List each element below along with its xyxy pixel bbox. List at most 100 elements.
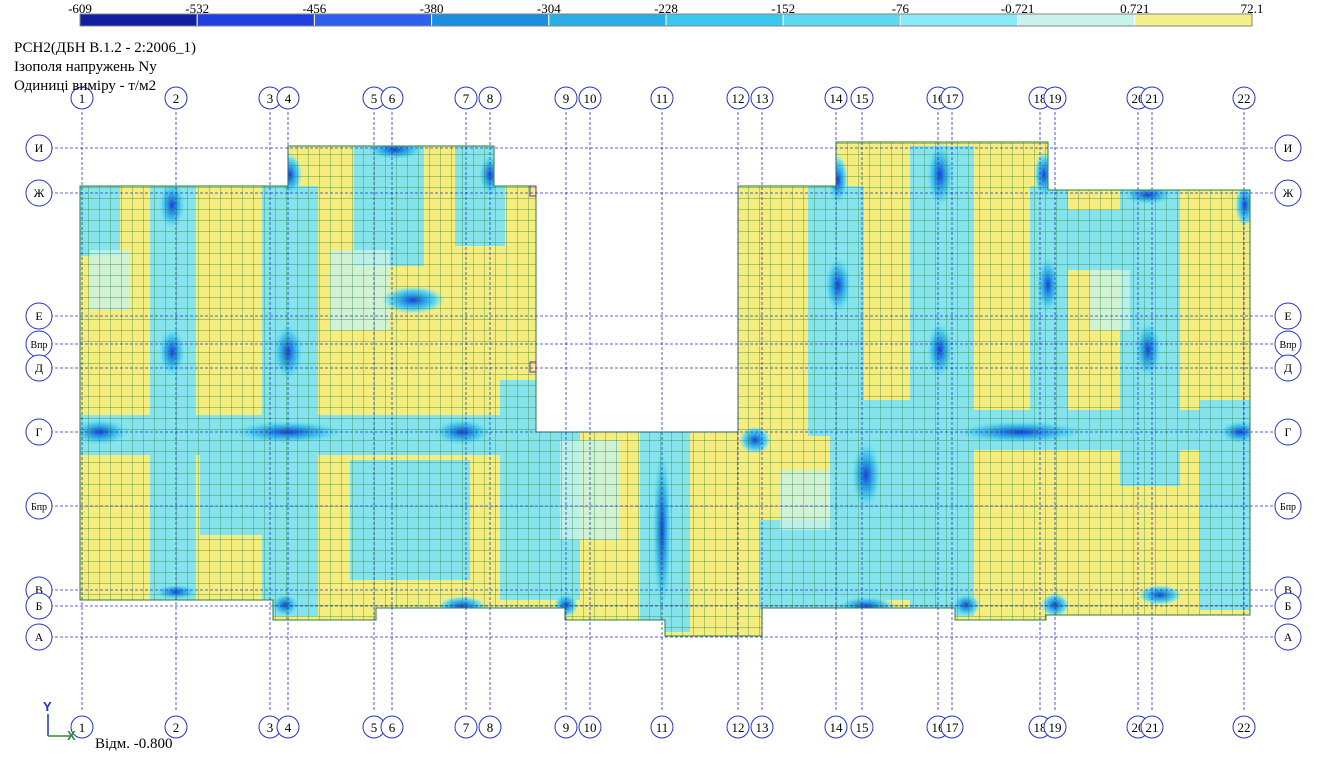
grid-bubble-vertical: 21	[1140, 715, 1164, 739]
grid-bubble-vertical: 11	[650, 715, 674, 739]
grid-label: А	[35, 630, 44, 644]
grid-bubble-vertical: 6	[380, 715, 404, 739]
grid-label: 15	[856, 720, 869, 735]
legend-swatch	[196, 13, 315, 27]
grid-label: Е	[1284, 309, 1291, 323]
grid-label: И	[35, 141, 44, 155]
grid-label: Впр	[1279, 340, 1296, 351]
grid-bubble-horizontal: Впр	[1274, 330, 1302, 358]
grid-bubble-horizontal: Бпр	[1274, 492, 1302, 520]
grid-label: 22	[1238, 720, 1251, 735]
grid-label: 17	[946, 720, 960, 735]
legend-swatch	[1017, 13, 1136, 27]
grid-label: 6	[389, 720, 396, 735]
grid-label: 9	[563, 720, 570, 735]
grid-bubble-horizontal: Впр	[25, 330, 53, 358]
grid-label: 19	[1049, 720, 1062, 735]
load-combination-title: РСН2(ДБН В.1.2 - 2:2006_1)	[14, 40, 196, 56]
grid-label: 21	[1146, 720, 1159, 735]
legend-tick-label: -228	[654, 1, 678, 16]
grid-label: 1	[79, 720, 86, 735]
grid-label: 13	[756, 91, 769, 106]
elevation-label: Відм. -0.800	[95, 736, 173, 752]
legend-tick-label: -380	[419, 1, 444, 16]
grid-bubble-vertical: 15	[850, 86, 874, 110]
grid-bubble-vertical: 10	[578, 715, 602, 739]
grid-label: 2	[173, 720, 180, 735]
grid-label: 3	[267, 720, 274, 735]
grid-bubble-vertical: 4	[276, 715, 300, 739]
grid-label: 4	[285, 720, 292, 735]
grid-label: А	[1284, 630, 1293, 644]
grid-label: 5	[371, 91, 378, 106]
grid-bubble-vertical: 21	[1140, 86, 1164, 110]
grid-bubble-vertical: 2	[164, 86, 188, 110]
grid-bubble-vertical: 14	[824, 715, 848, 739]
grid-label: 7	[463, 91, 470, 106]
units-label: Одиниці виміру - т/м2	[14, 78, 157, 94]
grid-bubble-vertical: 15	[850, 715, 874, 739]
grid-bubble-vertical: 13	[750, 715, 774, 739]
grid-label: 10	[584, 720, 597, 735]
grid-bubble-vertical: 22	[1232, 86, 1256, 110]
grid-bubble-vertical: 17	[940, 86, 964, 110]
grid-bubble-horizontal: Ж	[1274, 179, 1302, 207]
grid-label: Д	[35, 361, 43, 375]
isofield-title: Ізополя напружень Ny	[14, 59, 157, 75]
grid-label: 15	[856, 91, 869, 106]
grid-bubble-vertical: 1	[70, 715, 94, 739]
grid-label: 18	[1034, 91, 1047, 106]
slab-plan	[79, 141, 1251, 637]
grid-bubble-vertical: 7	[454, 86, 478, 110]
grid-bubble-horizontal: А	[25, 623, 53, 651]
grid-bubble-vertical: 6	[380, 86, 404, 110]
grid-label: Бпр	[1280, 502, 1296, 513]
grid-label: 12	[732, 720, 745, 735]
grid-bubble-vertical: 12	[726, 715, 750, 739]
grid-bubble-vertical: 17	[940, 715, 964, 739]
grid-bubble-horizontal: Д	[25, 354, 53, 382]
grid-bubble-vertical: 1	[70, 86, 94, 110]
grid-label: Г	[36, 425, 43, 439]
grid-label: Д	[1284, 361, 1292, 375]
axis-orientation-icon: Y X	[43, 699, 76, 742]
grid-label: В	[35, 583, 43, 597]
legend-tick-label: -152	[771, 1, 796, 16]
grid-label: Бпр	[31, 502, 47, 513]
legend-tick-label: -532	[185, 1, 210, 16]
grid-label: 21	[1146, 91, 1159, 106]
grid-label: 14	[830, 720, 844, 735]
grid-label: 9	[563, 91, 570, 106]
grid-label: 5	[371, 720, 378, 735]
grid-bubble-vertical: 8	[478, 86, 502, 110]
legend-swatch	[313, 13, 433, 27]
grid-bubble-vertical: 9	[554, 715, 578, 739]
grid-bubble-vertical: 3	[258, 715, 282, 739]
grid-bubble-horizontal: Г	[25, 418, 53, 446]
grid-bubble-vertical: 9	[554, 86, 578, 110]
grid-label: 10	[584, 91, 597, 106]
color-legend-bar	[79, 13, 1253, 27]
legend-swatch	[548, 13, 667, 27]
grid-label: И	[1284, 141, 1293, 155]
legend-swatch	[79, 13, 198, 27]
grid-label: Г	[1285, 425, 1292, 439]
legend-swatch	[782, 13, 901, 27]
grid-label: Е	[35, 309, 42, 323]
grid-bubble-vertical: 19	[1043, 86, 1067, 110]
grid-label: 1	[79, 91, 86, 106]
grid-bubble-horizontal: Бпр	[25, 492, 53, 520]
grid-label: 11	[656, 91, 669, 106]
grid-label: 12	[732, 91, 745, 106]
grid-label: 18	[1034, 720, 1047, 735]
grid-bubble-vertical: 12	[726, 86, 750, 110]
grid-label: 22	[1238, 91, 1251, 106]
grid-label: В	[1284, 583, 1292, 597]
grid-bubble-vertical: 4	[276, 86, 300, 110]
grid-label: 6	[389, 91, 396, 106]
y-axis-label: Y	[43, 699, 52, 714]
grid-bubble-vertical: 2	[164, 715, 188, 739]
grid-bubble-horizontal: Б	[1274, 592, 1302, 620]
